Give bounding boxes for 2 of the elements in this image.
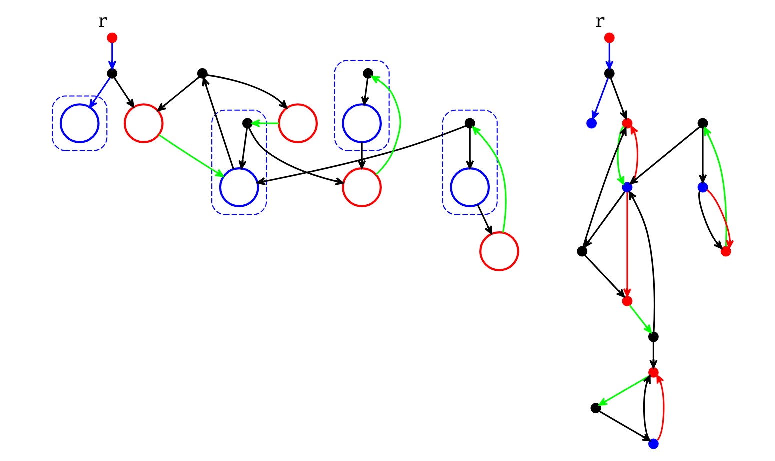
node-label: r xyxy=(98,10,108,32)
node-label: r xyxy=(596,10,605,32)
